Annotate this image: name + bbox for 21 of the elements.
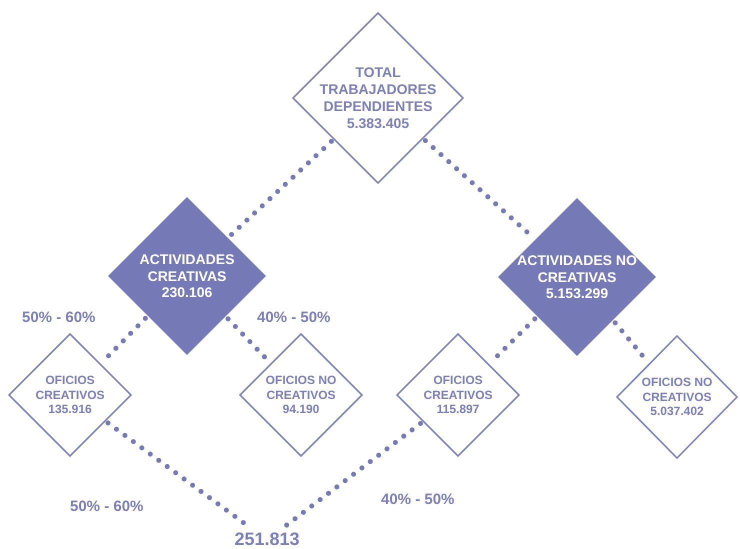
percentage-label: 50% - 60% (22, 309, 96, 326)
count-value: 251.813 (234, 529, 300, 549)
category-label: OFICIOS CREATIVOS (34, 373, 106, 402)
dotted-connector (228, 138, 334, 238)
count-value: 5.383.405 (346, 114, 410, 132)
count-value: 135.916 (48, 402, 92, 417)
percentage-label: 40% - 50% (257, 309, 330, 326)
category-label: OFICIOS NO CREATIVOS (640, 375, 714, 404)
dotted-connector (282, 420, 423, 528)
percentage-label: 40% - 50% (381, 491, 454, 508)
category-label: ACTIVIDADES CREATIVAS (138, 250, 236, 284)
percentage-label: 50% - 60% (70, 498, 144, 515)
category-label: OFICIOS NO CREATIVOS (264, 373, 338, 402)
category-label: OFICIOS CREATIVOS (422, 373, 494, 402)
count-value: 94.190 (282, 402, 320, 417)
count-value: 5.153.299 (546, 285, 608, 302)
count-value: 115.897 (436, 402, 480, 417)
count-value: 230.106 (162, 284, 212, 302)
category-label: TOTAL TRABAJADORES DEPENDIENTES (318, 64, 438, 115)
count-value: 5.037.402 (650, 404, 704, 419)
category-label: ACTIVIDADES NO CREATIVAS (516, 252, 638, 286)
